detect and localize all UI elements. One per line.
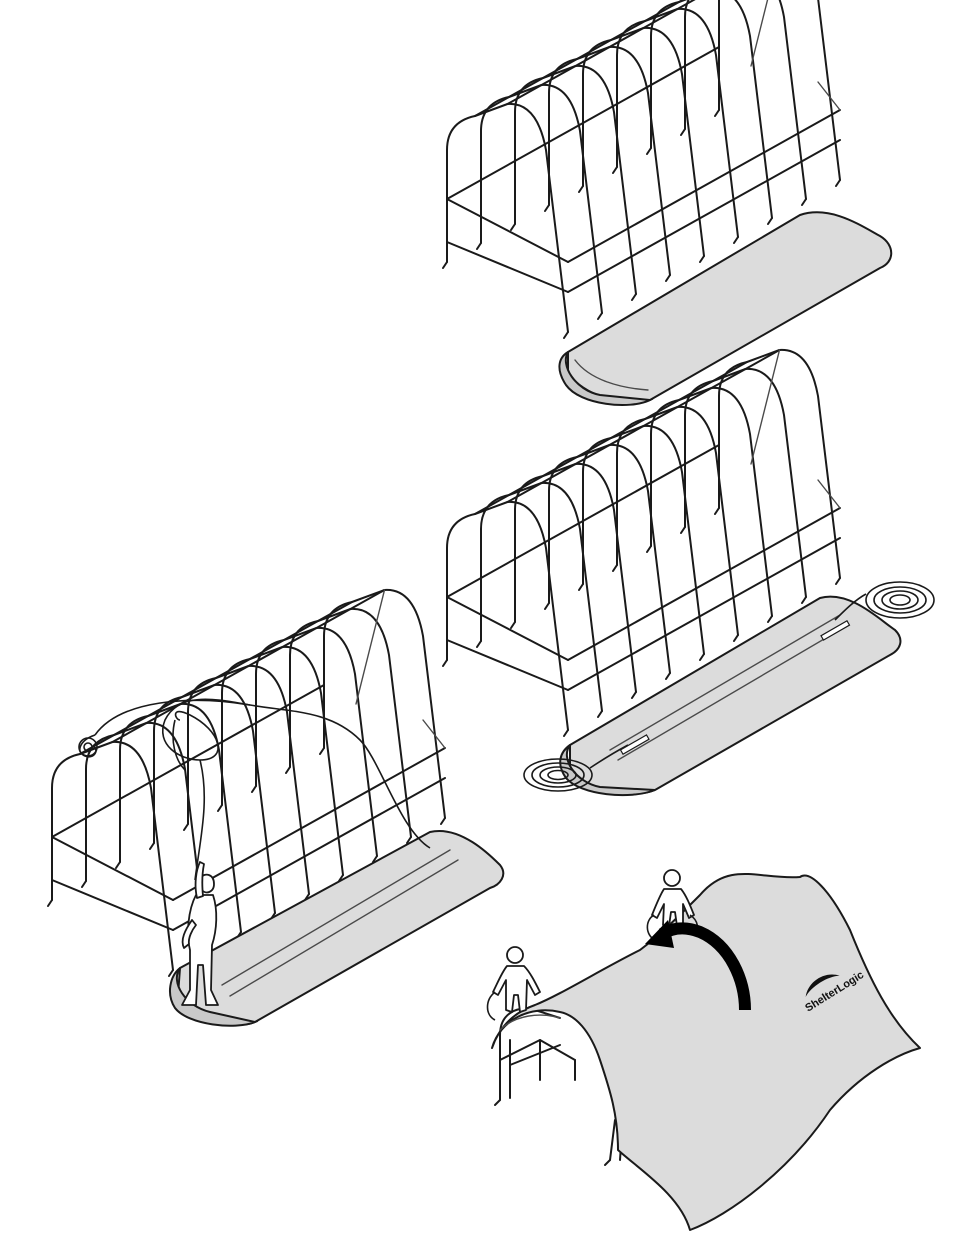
- panel-frame-with-rolled-cover: [443, 0, 891, 405]
- cover-sheet: [492, 874, 920, 1230]
- unrolled-cover: [170, 831, 503, 1026]
- panel-cover-with-ropes: [443, 350, 934, 795]
- panel-pulling-rope-over-frame: [48, 590, 503, 1026]
- panel-cover-over-frame: ShelterLogic: [488, 870, 921, 1230]
- unrolled-cover: [560, 597, 900, 795]
